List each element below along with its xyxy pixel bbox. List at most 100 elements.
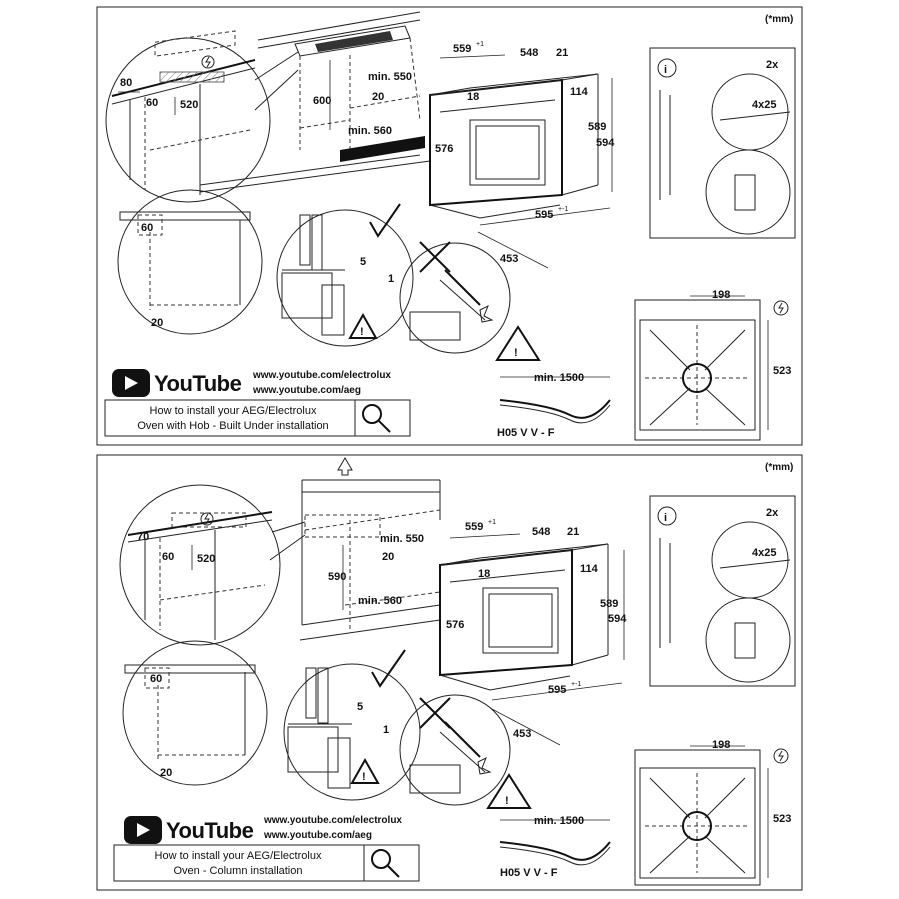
spark-icon (477, 756, 492, 775)
dim-20: 20 (382, 551, 394, 563)
youtube-caption-line2: Oven with Hob - Built Under installation (137, 420, 328, 432)
dim-60: 60 (146, 97, 158, 109)
dim-60-gap: 60 (150, 673, 162, 685)
dim-520: 520 (180, 99, 198, 111)
dim-21: 21 (556, 47, 568, 59)
cabinet-perspective (199, 11, 431, 193)
power-icon (200, 512, 214, 526)
dim-523: 523 (773, 365, 791, 377)
fixing-detail: 2x i (649, 495, 796, 687)
dim-589: 589 (588, 121, 606, 133)
dim-576: 576 (446, 619, 464, 631)
worktop-detail (105, 30, 271, 203)
power-icon (773, 300, 789, 316)
screw-count: 2x (766, 59, 779, 71)
gap-detail (117, 189, 263, 335)
panel-built-under: (*mm) 80 60 520 (96, 6, 803, 446)
dim-523: 523 (773, 813, 791, 825)
youtube-caption-line1: How to install your AEG/Electrolux (155, 850, 322, 862)
cable-type: H05 V V - F (500, 867, 558, 879)
panel-frame (96, 6, 803, 446)
dim-1: 1 (383, 724, 389, 736)
dim-18: 18 (478, 568, 490, 580)
unit-note: (*mm) (765, 462, 793, 473)
dim-600: 600 (313, 95, 331, 107)
youtube-brand: YouTube (154, 371, 242, 396)
dim-590: 590 (328, 571, 346, 583)
dim-70: 70 (137, 531, 149, 543)
power-icon (201, 55, 215, 69)
dim-198: 198 (712, 739, 730, 751)
magnifier-icon[interactable] (371, 849, 400, 878)
dim-min-550: min. 550 (380, 533, 424, 545)
power-icon (773, 748, 789, 764)
youtube-caption-line1: How to install your AEG/Electrolux (150, 405, 317, 417)
dim-453: 453 (500, 253, 518, 265)
dim-1: 1 (388, 273, 394, 285)
svg-text:!: ! (362, 771, 366, 783)
dim-20-gap: 20 (160, 767, 172, 779)
warning-icon: ! (486, 773, 532, 809)
dim-60: 60 (162, 551, 174, 563)
dim-min-560: min. 560 (348, 125, 392, 137)
cable-length: min. 1500 (534, 372, 584, 384)
magnifier-icon[interactable] (362, 404, 391, 433)
warning-icon: ! (350, 757, 380, 784)
youtube-link-aeg[interactable]: www.youtube.com/aeg (263, 830, 372, 841)
incorrect-detail (399, 694, 511, 806)
dim-559: 559 (465, 521, 483, 533)
oven-drawing (429, 73, 599, 219)
dim-60-gap: 60 (141, 222, 153, 234)
dim-595: 595 (548, 684, 566, 696)
spark-icon (479, 304, 494, 323)
cross-icon (419, 241, 451, 273)
warning-icon: ! (348, 312, 378, 339)
panel-frame (96, 454, 803, 891)
cross-icon (419, 697, 451, 729)
youtube-caption-line2: Oven - Column installation (173, 865, 302, 877)
dim-559: 559 (453, 43, 471, 55)
dim-20: 20 (372, 91, 384, 103)
info-icon: i (657, 506, 677, 526)
dim-453: 453 (513, 728, 531, 740)
youtube-brand: YouTube (166, 818, 254, 843)
youtube-link-aeg[interactable]: www.youtube.com/aeg (252, 385, 361, 396)
top-view (634, 748, 789, 886)
svg-text:i: i (664, 64, 667, 76)
info-icon: i (657, 58, 677, 78)
svg-text:!: ! (360, 326, 364, 338)
screw-count: 2x (766, 507, 779, 519)
check-icon (369, 203, 401, 238)
svg-text:!: ! (505, 795, 509, 807)
dim-576: 576 (435, 143, 453, 155)
gap-detail (122, 640, 268, 786)
cable-type: H05 V V - F (497, 427, 555, 439)
dim-198: 198 (712, 289, 730, 301)
youtube-link-electrolux[interactable]: www.youtube.com/electrolux (263, 815, 402, 826)
dim-20-gap: 20 (151, 317, 163, 329)
dim-559-tolerance: +1 (476, 41, 484, 48)
dim-min-550: min. 550 (368, 71, 412, 83)
dim-559-tolerance: +1 (488, 519, 496, 526)
column-cabinet (299, 457, 441, 641)
check-icon (371, 649, 406, 688)
dim-min-560: min. 560 (358, 595, 402, 607)
dim-594: 594 (596, 137, 615, 149)
dim-21: 21 (567, 526, 579, 538)
dim-548: 548 (532, 526, 550, 538)
correct-detail: ! (276, 203, 414, 347)
oven-drawing (439, 543, 609, 691)
dim-548: 548 (520, 47, 538, 59)
correct-detail: ! (283, 649, 421, 801)
warning-icon: ! (495, 325, 541, 361)
svg-text:i: i (664, 512, 667, 524)
youtube-link-electrolux[interactable]: www.youtube.com/electrolux (252, 370, 391, 381)
dim-595-tolerance: +-1 (571, 681, 581, 688)
youtube-block: YouTube www.youtube.com/electrolux www.y… (113, 815, 420, 882)
screw-size: 4x25 (752, 547, 776, 559)
svg-text:!: ! (514, 347, 518, 359)
dim-114: 114 (580, 563, 599, 575)
dim-589: 589 (600, 598, 618, 610)
dim-594: 594 (608, 613, 627, 625)
